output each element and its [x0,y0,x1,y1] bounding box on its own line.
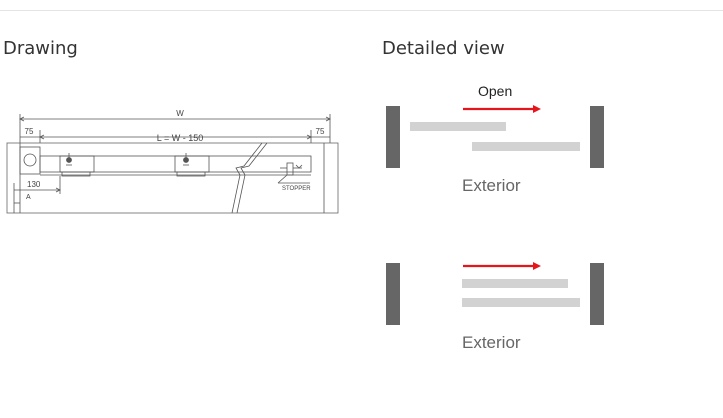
arrow-icon-2 [533,262,541,270]
end-cap [19,146,41,175]
panel-lower-2 [462,298,580,307]
roller-icon [23,153,37,167]
post-left-2 [386,263,400,325]
technical-drawing [6,114,339,214]
dim-w-arrow-left [19,116,25,122]
dim-w-label: W [176,109,184,118]
detail-view-open: Open Exterior [386,83,604,195]
panel-upper-1 [410,122,506,131]
dim-130-label: 130 [27,180,41,189]
detailed-view-title: Detailed view [382,38,505,59]
dim-75-left-label: 75 [25,127,34,136]
rail [39,155,312,173]
open-label: Open [478,83,512,99]
dim-a-label: A [26,194,31,201]
top-divider [0,10,723,11]
dim-l-arrow-right [306,134,312,140]
stopper-label: STOPPER [282,186,311,192]
dim-w-arrow-right [325,116,331,122]
post-right-1 [590,106,604,168]
exterior-label-1: Exterior [462,176,521,195]
post-right-2 [590,263,604,325]
housing-outline [6,142,339,214]
drawing-title: Drawing [3,38,78,59]
post-left-1 [386,106,400,168]
carriage-right [174,153,210,177]
break-line-1 [231,142,263,214]
carriage-left [59,153,95,177]
dim-l-arrow-left [39,134,45,140]
exterior-label-2: Exterior [462,333,521,352]
dim-length-label: L = W - 150 [157,133,203,143]
dim-130-arrow [55,187,61,193]
panel-lower-1 [472,142,580,151]
detail-view-closed: Exterior [386,262,604,352]
panel-upper-2 [462,279,568,288]
break-line-2 [236,142,268,214]
dim-75-right-label: 75 [316,127,325,136]
open-arrow-icon [533,105,541,113]
stopper-icon [277,162,310,184]
